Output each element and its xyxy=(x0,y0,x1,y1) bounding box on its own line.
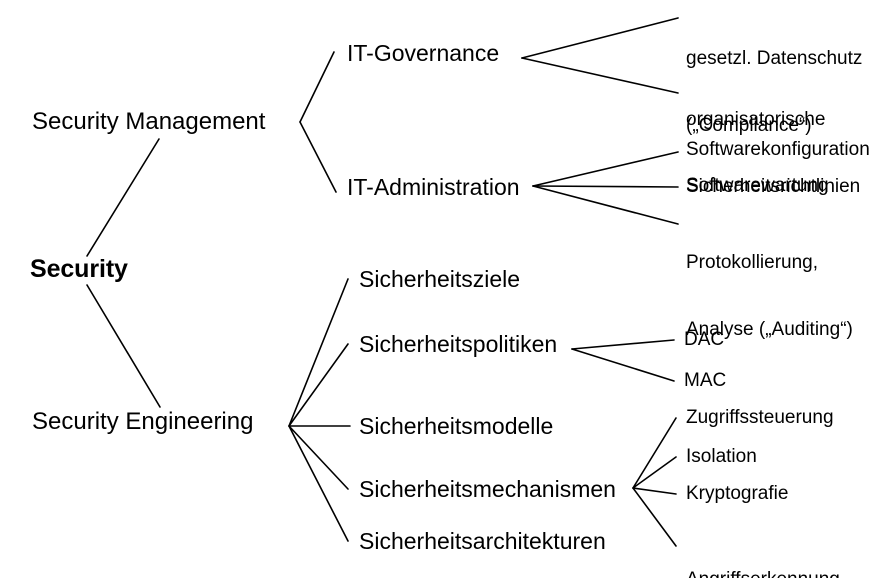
node-security-engineering[interactable]: Security Engineering xyxy=(32,408,254,435)
edge-it-administration-to-softwarekonfiguration xyxy=(532,151,679,187)
node-security-management[interactable]: Security Management xyxy=(32,108,266,135)
node-sicherheitsmechanismen[interactable]: Sicherheitsmechanismen xyxy=(359,476,616,502)
node-angriffserkennung[interactable]: Angriffserkennung (Intrusion Detection) xyxy=(686,524,857,578)
edge-it-governance-to-compliance xyxy=(521,17,679,59)
edge-security-to-security-management xyxy=(86,138,160,257)
edge-it-administration-to-protokollierung xyxy=(532,185,679,225)
edge-security-management-to-it-governance xyxy=(299,51,335,123)
node-softwarewartung[interactable]: Softwarewartung xyxy=(686,175,829,196)
node-dac[interactable]: DAC xyxy=(684,329,725,350)
node-mac[interactable]: MAC xyxy=(684,370,727,391)
node-zugriffssteuerung[interactable]: Zugriffssteuerung xyxy=(686,407,834,428)
node-it-governance[interactable]: IT-Governance xyxy=(347,40,500,66)
node-angriffserkennung-line1: Angriffserkennung xyxy=(686,569,857,578)
edge-security-engineering-to-sicherheitspolitiken xyxy=(288,343,349,427)
node-organisatorische-sicherheitsrichtlinien-line1: organisatorische xyxy=(686,108,826,130)
node-sicherheitsarchitekturen[interactable]: Sicherheitsarchitekturen xyxy=(359,528,606,554)
edge-sicherheitspolitiken-to-mac xyxy=(571,348,675,382)
node-organisatorische-sicherheitsrichtlinien-line2: Sicherheitsrichtlinien xyxy=(686,176,861,198)
node-sicherheitspolitiken[interactable]: Sicherheitspolitiken xyxy=(359,331,558,357)
node-isolation[interactable]: Isolation xyxy=(686,446,757,467)
edge-it-administration-to-softwarewartung xyxy=(532,185,679,188)
edge-sicherheitsmechanismen-to-kryptografie xyxy=(632,487,677,495)
node-gesetzl-datenschutz-line2: („Compliance“) xyxy=(686,115,812,137)
node-it-administration[interactable]: IT-Administration xyxy=(347,174,520,200)
node-protokollierung-analyse-line1: Protokollierung, xyxy=(686,251,819,273)
edge-sicherheitsmechanismen-to-isolation xyxy=(632,456,677,489)
edge-security-management-to-it-administration xyxy=(299,121,337,193)
edge-security-to-security-engineering xyxy=(86,284,161,408)
edge-security-engineering-to-sicherheitsziele xyxy=(288,278,349,427)
edge-sicherheitspolitiken-to-dac xyxy=(571,339,675,350)
node-sicherheitsmodelle[interactable]: Sicherheitsmodelle xyxy=(359,413,554,439)
node-gesetzl-datenschutz[interactable]: gesetzl. Datenschutz („Compliance“) xyxy=(686,3,862,182)
node-kryptografie[interactable]: Kryptografie xyxy=(686,483,789,504)
edge-security-engineering-to-sicherheitsarchitekturen xyxy=(288,425,349,542)
node-gesetzl-datenschutz-line1: gesetzl. Datenschutz xyxy=(686,47,863,69)
node-protokollierung-analyse[interactable]: Protokollierung, Analyse („Auditing“) xyxy=(686,207,853,386)
edge-sicherheitsmechanismen-to-zugriffssteuerung xyxy=(632,417,677,489)
node-security-root[interactable]: Security xyxy=(30,255,128,283)
edge-security-engineering-to-sicherheitsmechanismen xyxy=(288,425,349,490)
node-protokollierung-analyse-line2: Analyse („Auditing“) xyxy=(686,319,853,341)
edge-sicherheitsmechanismen-to-angriffserkennung xyxy=(632,487,677,547)
node-softwarekonfiguration[interactable]: Softwarekonfiguration xyxy=(686,139,870,160)
edge-it-governance-to-sicherheitsrichtlinien xyxy=(521,57,679,94)
node-organisatorische-sicherheitsrichtlinien[interactable]: organisatorische Sicherheitsrichtlinien xyxy=(686,64,860,243)
node-sicherheitsziele[interactable]: Sicherheitsziele xyxy=(359,266,521,292)
